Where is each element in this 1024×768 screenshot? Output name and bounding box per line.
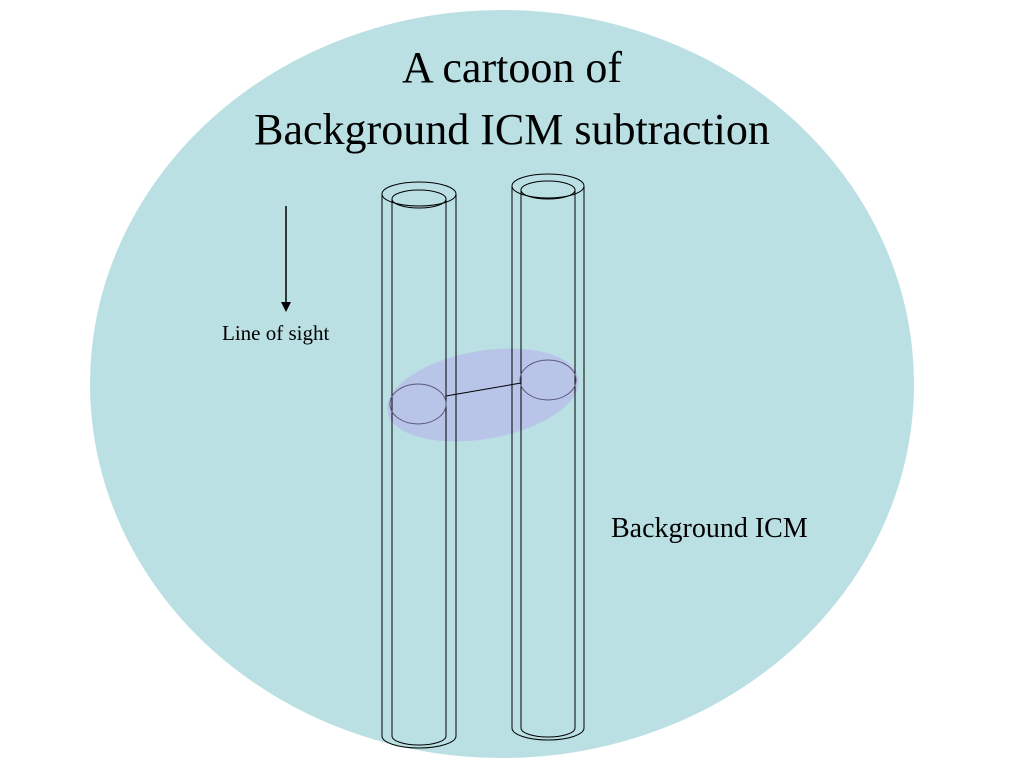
left-tube [381,181,457,749]
arrow-head [281,302,291,312]
left-tube-bottom-outer [381,735,457,749]
left-tube-bottom-inner [391,735,447,746]
left-cross-section [389,383,447,425]
right-tube [511,173,585,741]
line-of-sight-arrow [281,206,291,312]
cross-section-connector [445,382,522,397]
right-tube-bottom-inner [520,727,576,738]
right-cross-section [519,359,577,401]
overlap-region [387,348,579,442]
background-icm-label: Background ICM [611,513,808,544]
title-line-1: A cartoon of [402,43,622,92]
title-line-2: Background ICM subtraction [254,105,770,154]
right-tube-bottom-outer [511,727,585,741]
line-of-sight-label: Line of sight [222,321,330,345]
